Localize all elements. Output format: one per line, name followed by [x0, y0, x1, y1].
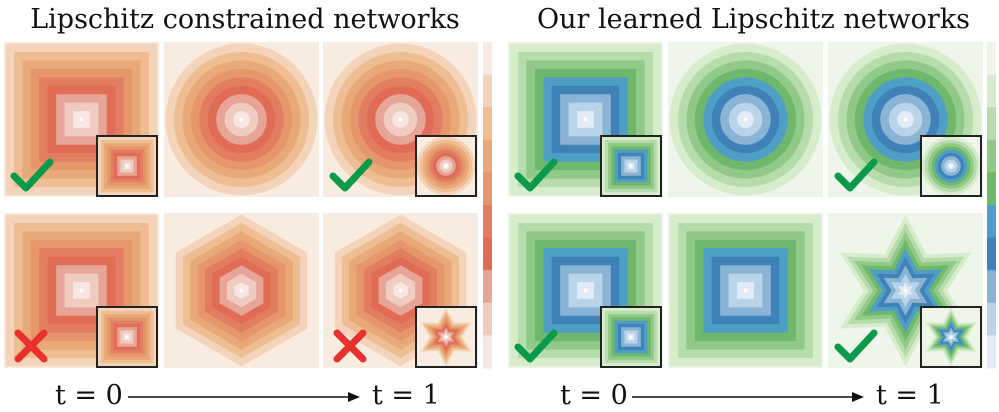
contour-frame-center-dot	[743, 117, 748, 122]
inset-center-dot	[125, 335, 129, 339]
contour-frame-center-dot	[903, 288, 908, 293]
caption-t-end-left: t = 1	[372, 380, 440, 411]
panel-1-row-1	[508, 213, 983, 368]
panel-1	[508, 42, 996, 402]
inset-center-dot	[949, 335, 953, 339]
contour-frame-center-dot	[239, 117, 244, 122]
contour-frame-center-dot	[79, 117, 84, 122]
inset-start-square	[96, 135, 158, 197]
panel-title-right: Our learned Lipschitz networks	[536, 4, 971, 35]
contour-frame-center-dot	[903, 117, 908, 122]
inset-border	[96, 135, 158, 197]
colorbar-swatch	[987, 205, 996, 239]
colorbar-swatch	[987, 302, 996, 336]
check-icon	[834, 158, 878, 192]
colorbar-swatch	[987, 74, 996, 108]
contour-frame-center-dot	[239, 288, 244, 293]
check-icon	[514, 158, 558, 192]
contour-frame-center-dot	[583, 117, 588, 122]
colorbar-swatch	[987, 172, 996, 206]
colorbar-swatch	[987, 42, 996, 76]
contour-frame-center-dot	[398, 288, 403, 293]
check-icon	[10, 158, 54, 192]
inset-border	[96, 306, 158, 368]
inset-end-circle	[415, 135, 477, 197]
inset-border	[415, 135, 477, 197]
colorbar-swatch	[483, 302, 492, 336]
colorbar-swatch	[483, 107, 492, 141]
caption-t-start-right: t = 0	[560, 380, 628, 411]
cross-icon	[333, 329, 367, 363]
inset-border	[600, 306, 662, 368]
inset-center-dot	[125, 164, 129, 168]
colorbar-swatch	[483, 172, 492, 206]
contour-frame-star	[828, 213, 983, 368]
colorbar-swatch	[987, 107, 996, 141]
cross-icon	[14, 329, 48, 363]
inset-end-circle	[920, 135, 982, 197]
inset-end-star	[415, 306, 477, 368]
colorbar-swatch	[483, 42, 492, 76]
contour-frame-squircle	[668, 213, 823, 368]
colorbar-legend	[987, 42, 996, 369]
panel-0-row-1	[4, 213, 478, 368]
panel-0	[4, 42, 492, 402]
inset-border	[920, 135, 982, 197]
colorbar-swatch	[987, 335, 996, 369]
inset-end-star	[920, 306, 982, 368]
colorbar-swatch	[483, 270, 492, 304]
contour-frame-circle	[668, 42, 823, 197]
inset-start-square	[600, 135, 662, 197]
colorbar-swatch	[987, 237, 996, 271]
colorbar-swatch	[483, 139, 492, 173]
colorbar-swatch	[483, 335, 492, 369]
inset-center-dot	[444, 164, 448, 168]
contour-frame-center-dot	[398, 117, 403, 122]
colorbar-swatch	[483, 74, 492, 108]
contour-frame-center-dot	[79, 288, 84, 293]
inset-center-dot	[949, 164, 953, 168]
contour-frame-circle	[164, 42, 319, 197]
panel-0-row-0	[4, 42, 478, 197]
inset-border	[415, 306, 477, 368]
colorbar-swatch	[483, 205, 492, 239]
colorbar-swatch	[987, 139, 996, 173]
colorbar-swatch	[987, 270, 996, 304]
caption-t-end-right: t = 1	[876, 380, 944, 411]
inset-border	[600, 135, 662, 197]
inset-border	[920, 306, 982, 368]
arrow-right-icon	[852, 392, 864, 402]
caption-t-start-left: t = 0	[55, 380, 123, 411]
colorbar-legend	[483, 42, 492, 369]
inset-center-dot	[629, 335, 633, 339]
colorbar-swatch	[483, 237, 492, 271]
panel-title-left: Lipschitz constrained networks	[30, 4, 460, 35]
check-icon	[329, 158, 373, 192]
contour-frame-center-dot	[743, 288, 748, 293]
inset-start-square	[96, 306, 158, 368]
check-icon	[514, 329, 558, 363]
inset-center-dot	[444, 335, 448, 339]
inset-center-dot	[629, 164, 633, 168]
contour-frame-center-dot	[583, 288, 588, 293]
contour-frame-hexagon	[164, 213, 319, 368]
arrow-right-icon	[348, 392, 360, 402]
panel-1-row-0	[508, 42, 983, 197]
check-icon	[834, 329, 878, 363]
inset-start-square	[600, 306, 662, 368]
